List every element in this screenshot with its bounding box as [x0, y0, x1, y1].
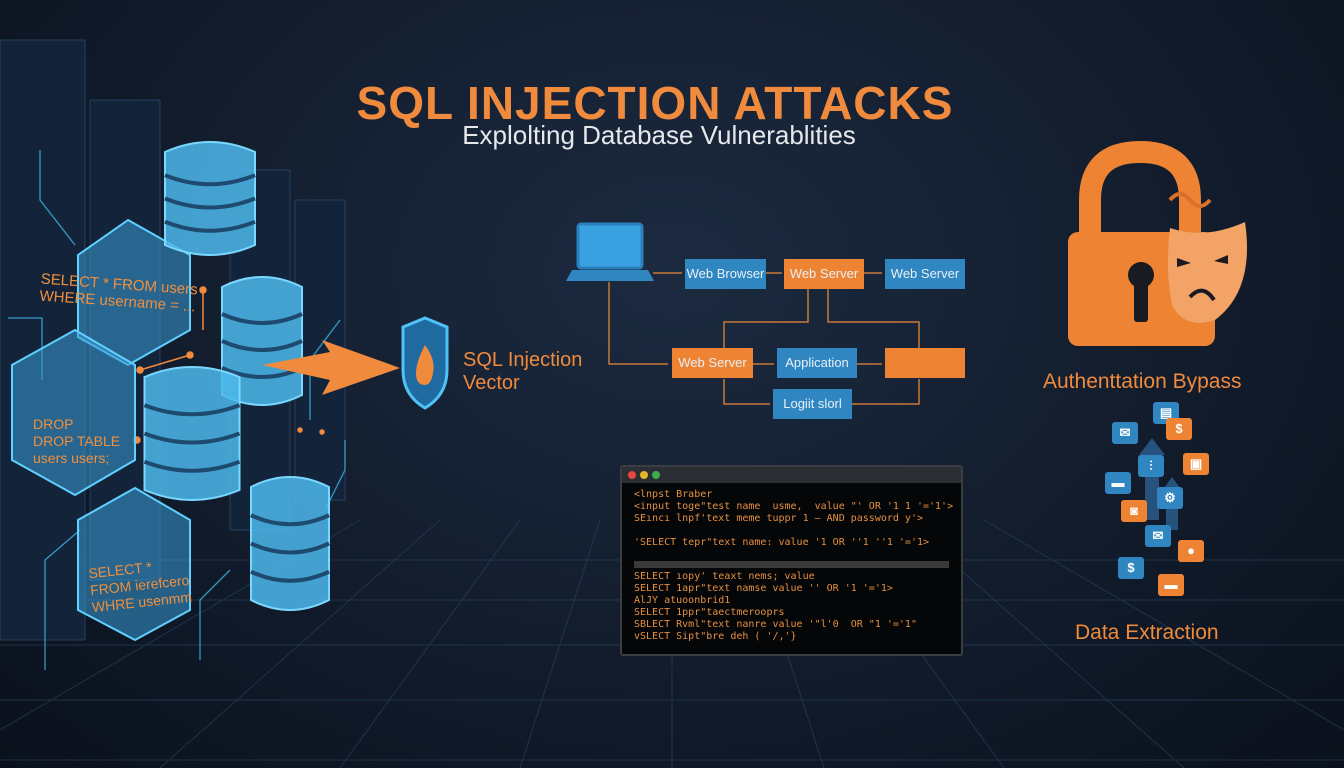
- document-icon: ▣: [1183, 453, 1209, 475]
- hexagon-3: [77, 486, 191, 642]
- flow-box-web-server-2: Web Server: [885, 259, 965, 289]
- terminal-titlebar: [622, 467, 961, 483]
- terminal-line: SELECT 1ppr"taectmerooprs: [634, 607, 785, 618]
- terminal-line: AlJY atuoonbrid1: [634, 595, 731, 606]
- sql-line: users users;: [33, 450, 110, 466]
- dollar-icon: $: [1118, 557, 1144, 579]
- authentication-bypass-label: Authenttation Bypass: [1043, 370, 1242, 393]
- credit-card-icon: ▬: [1105, 472, 1131, 494]
- sql-snippet-where: SELECT * FROM ierefcero WHRE usenmm: [88, 555, 193, 616]
- flow-box-blank: [885, 348, 965, 378]
- flow-box-application: Application: [777, 348, 857, 378]
- circuit-lines: [8, 150, 346, 670]
- flow-box-web-server-3: Web Server: [672, 348, 753, 378]
- terminal-line: 'SELECT tepr"text name: value '1 OR ''1 …: [634, 537, 930, 548]
- terminal-line: SELECT ıopy' teaxt nems; value: [634, 571, 815, 582]
- attack-arrow-icon: [262, 340, 400, 395]
- database-cylinder-icon: [250, 476, 330, 611]
- sql-snippet-drop: DROP DROP TABLE users users;: [33, 416, 120, 467]
- camera-icon: ◙: [1121, 500, 1147, 522]
- database-icons: [143, 141, 330, 611]
- laptop-icon: [566, 222, 654, 281]
- data-extraction-label: Data Extraction: [1075, 621, 1219, 644]
- sql-injection-vector-label: SQL Injection Vector: [463, 349, 582, 395]
- mail-icon: ✉: [1112, 422, 1138, 444]
- orange-links: [133, 286, 325, 444]
- terminal-line: SEıncı lnpf'text meme tuppr 1 — AND pass…: [634, 513, 923, 524]
- terminal-line: <lnpst Braber: [634, 489, 713, 500]
- terminal-line: SELECT 1apr"text namse value '' OR '1 '=…: [634, 583, 893, 594]
- tragedy-mask-icon: [1167, 192, 1247, 323]
- maximize-dot-icon[interactable]: [652, 471, 660, 479]
- sql-line: DROP TABLE: [33, 433, 121, 449]
- mail-icon: ✉: [1145, 525, 1171, 547]
- credit-card-icon: ▬: [1158, 574, 1184, 596]
- vector-line-1: SQL Injection: [463, 349, 583, 371]
- dollar-icon: $: [1166, 418, 1192, 440]
- user-icon: ●: [1178, 540, 1204, 562]
- terminal-line: <input toge"test name usme, value "' OR …: [634, 501, 954, 512]
- sql-line: DROP: [33, 416, 74, 432]
- page-title: SQL INJECTION ATTACKS: [356, 77, 954, 129]
- flow-connectors: [608, 272, 920, 405]
- flow-box-web-server-1: Web Server: [784, 259, 864, 289]
- vector-line-2: Vector: [463, 372, 520, 394]
- shield-fire-icon: [401, 316, 449, 410]
- close-dot-icon[interactable]: [628, 471, 636, 479]
- database-cylinder-icon: [221, 276, 303, 406]
- terminal-line: vSLECT Sipt"bre deh ( '/,'}: [634, 631, 797, 642]
- terminal-window: <lnpst Braber<input toge"test name usme,…: [620, 465, 963, 656]
- hexagon-2: [11, 328, 136, 497]
- terminal-line: SBLECT Rvml"text nanre value '"l'0 OR "1…: [634, 619, 917, 630]
- minimize-dot-icon[interactable]: [640, 471, 648, 479]
- data-icon: ⚙: [1157, 487, 1183, 509]
- page-subtitle: Explolting Database Vulnerablities: [462, 120, 856, 150]
- terminal-separator: [634, 561, 949, 568]
- database-cylinder-icon: [164, 141, 256, 256]
- hexagon-panels: [11, 218, 191, 642]
- database-cylinder-icon: [143, 366, 241, 501]
- flow-box-login: Logiit slorl: [773, 389, 852, 419]
- flow-box-web-browser: Web Browser: [685, 259, 766, 289]
- chart-icon: ⫶: [1138, 455, 1164, 477]
